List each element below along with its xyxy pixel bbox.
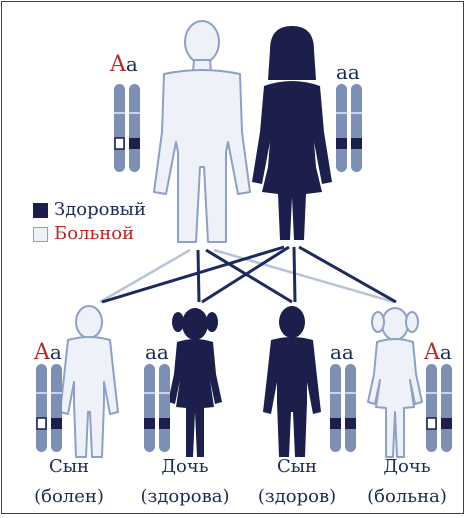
legend-healthy: Здоровый [33, 198, 146, 222]
child-1-caption: Сын (болен) [14, 452, 124, 512]
mother-genotype: aa [336, 62, 360, 83]
child-1-genotype: Aa [34, 342, 62, 363]
father-genotype-recessive: a [126, 52, 138, 76]
line-mother-daughter2 [299, 247, 396, 302]
child-2-state: (здорова) [130, 482, 240, 512]
child-1-genotype-dominant: A [34, 340, 50, 365]
line-father-son1 [100, 250, 190, 302]
child-4-genotype-dominant: A [424, 340, 440, 365]
daughter-healthy-figure-icon [168, 308, 222, 457]
child-1-name: Сын [14, 452, 124, 482]
line-mother-son1 [102, 247, 284, 302]
father-genotype-dominant: A [110, 52, 126, 77]
child-4-genotype: Aa [424, 342, 452, 363]
child-3-genotype-recessive: aa [330, 340, 354, 364]
legend-sick: Больной [33, 222, 146, 246]
legend-healthy-label: Здоровый [54, 198, 146, 222]
father-chromosomes-icon [114, 84, 140, 172]
mother-figure-icon [252, 26, 332, 240]
inheritance-lines [100, 247, 396, 302]
child-4-state: (больна) [352, 482, 462, 512]
son-sick-chromosomes-icon [36, 364, 62, 452]
child-4-name: Дочь [352, 452, 462, 482]
child-1-state: (болен) [14, 482, 124, 512]
child-4-genotype-recessive: a [440, 340, 452, 364]
child-2-name: Дочь [130, 452, 240, 482]
mother-genotype-recessive: aa [336, 60, 360, 84]
line-father-daughter1 [198, 250, 199, 302]
daughter-sick-figure-icon [368, 308, 422, 457]
child-3-name: Сын [242, 452, 352, 482]
daughter-healthy-chromosomes-icon [144, 364, 170, 452]
daughter-sick-chromosomes-icon [426, 364, 452, 452]
child-1-genotype-recessive: a [50, 340, 62, 364]
child-3-caption: Сын (здоров) [242, 452, 352, 512]
child-3-genotype: aa [330, 342, 354, 363]
healthy-swatch-icon [33, 203, 48, 218]
legend: Здоровый Больной [33, 198, 146, 246]
father-figure-icon [154, 21, 250, 242]
son-healthy-figure-icon [263, 306, 321, 457]
line-mother-son2 [294, 247, 295, 302]
father-genotype: Aa [110, 54, 138, 75]
son-healthy-chromosomes-icon [330, 364, 356, 452]
son-sick-figure-icon [60, 306, 118, 457]
child-2-genotype: aa [145, 342, 169, 363]
legend-sick-label: Больной [54, 222, 134, 246]
child-4-caption: Дочь (больна) [352, 452, 462, 512]
mother-chromosomes-icon [336, 84, 362, 172]
child-2-caption: Дочь (здорова) [130, 452, 240, 512]
sick-swatch-icon [33, 227, 48, 242]
child-3-state: (здоров) [242, 482, 352, 512]
child-2-genotype-recessive: aa [145, 340, 169, 364]
